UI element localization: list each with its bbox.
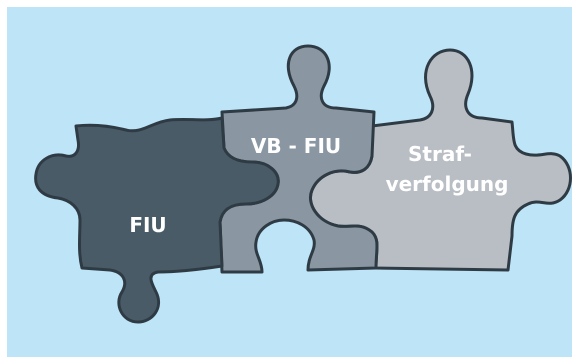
puzzle-piece-fiu xyxy=(34,116,280,324)
puzzle-piece-vb-fiu xyxy=(218,44,379,274)
label-vb-fiu: VB - FIU xyxy=(251,134,341,158)
label-fiu: FIU xyxy=(129,213,166,237)
label-strafverfolgung-line2: verfolgung xyxy=(386,172,509,196)
label-strafverfolgung-line1: Straf- xyxy=(408,142,472,166)
